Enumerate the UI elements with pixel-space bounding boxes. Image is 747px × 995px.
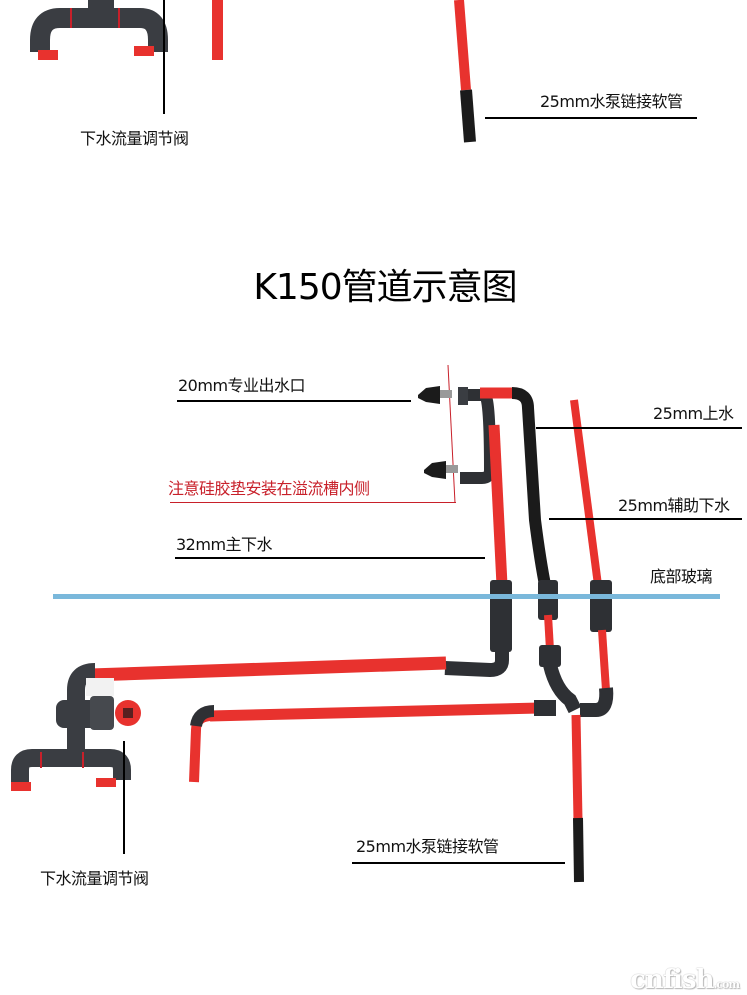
pump-pipe-red [571, 714, 583, 821]
bottom-glass-line [53, 594, 720, 599]
pump-feed-horizontal [209, 702, 541, 722]
main-drain-horizontal [89, 656, 447, 682]
return-hose [511, 387, 552, 592]
aux-elbow [580, 687, 614, 717]
top-pump-hose-black [460, 89, 476, 143]
pump-hose-label: 25mm水泵链接软管 [356, 837, 499, 856]
main-drain-leader [175, 557, 485, 559]
return-offset-fitting [543, 663, 582, 714]
outlet-nozzle-bottom [424, 461, 458, 479]
outlet-label: 20mm专业出水口 [178, 376, 306, 395]
diagram-title: K150管道示意图 [253, 267, 517, 308]
flow-valve-assembly [11, 663, 141, 791]
main-drain-pipe [488, 424, 508, 586]
valve-label: 下水流量调节阀 [40, 869, 149, 888]
watermark-brand: cnfish [630, 965, 714, 995]
top-pump-pipe-red [454, 0, 471, 91]
silicone-note-label: 注意硅胶垫安装在溢流槽内侧 [168, 479, 370, 498]
top-pump-hose-label: 25mm水泵链接软管 [540, 92, 683, 111]
outlet-leader [177, 400, 411, 402]
return-red-lower [544, 614, 554, 651]
pump-feed-elbow [190, 705, 215, 728]
valve-leader [123, 741, 125, 854]
return-up-leader [536, 427, 742, 429]
overflow-wall-line [447, 364, 456, 504]
return-up-label: 25mm上水 [653, 404, 734, 423]
aux-drain-leader [549, 518, 742, 520]
main-drain-elbow [444, 650, 509, 678]
bottom-glass-label: 底部玻璃 [650, 567, 713, 586]
watermark-suffix: .com [713, 978, 739, 991]
top-pump-hose-leader [485, 117, 697, 119]
bulkhead-return [538, 580, 558, 620]
pump-hose-black [573, 817, 584, 883]
bulkhead-aux [590, 580, 612, 632]
aux-drain-label: 25mm辅助下水 [618, 496, 730, 515]
outlet-manifold [460, 389, 497, 484]
aux-drain-pipe [570, 399, 602, 586]
top-valve-label: 下水流量调节阀 [80, 129, 189, 148]
top-red-pipe-stub [212, 0, 223, 60]
aux-drain-lower [598, 629, 610, 691]
pump-hose-leader [352, 862, 565, 864]
outlet-nozzle-top [418, 386, 452, 404]
return-union [539, 645, 561, 667]
outlet-fitting [458, 387, 468, 405]
silicone-note-leader [170, 502, 456, 503]
bulkhead-main [490, 580, 512, 652]
pump-feed-tee [534, 700, 556, 716]
main-drain-label: 32mm主下水 [176, 535, 273, 554]
top-valve-tee [30, 0, 168, 60]
top-valve-leader [163, 0, 165, 114]
watermark-logo: cnfish.com [630, 965, 740, 995]
